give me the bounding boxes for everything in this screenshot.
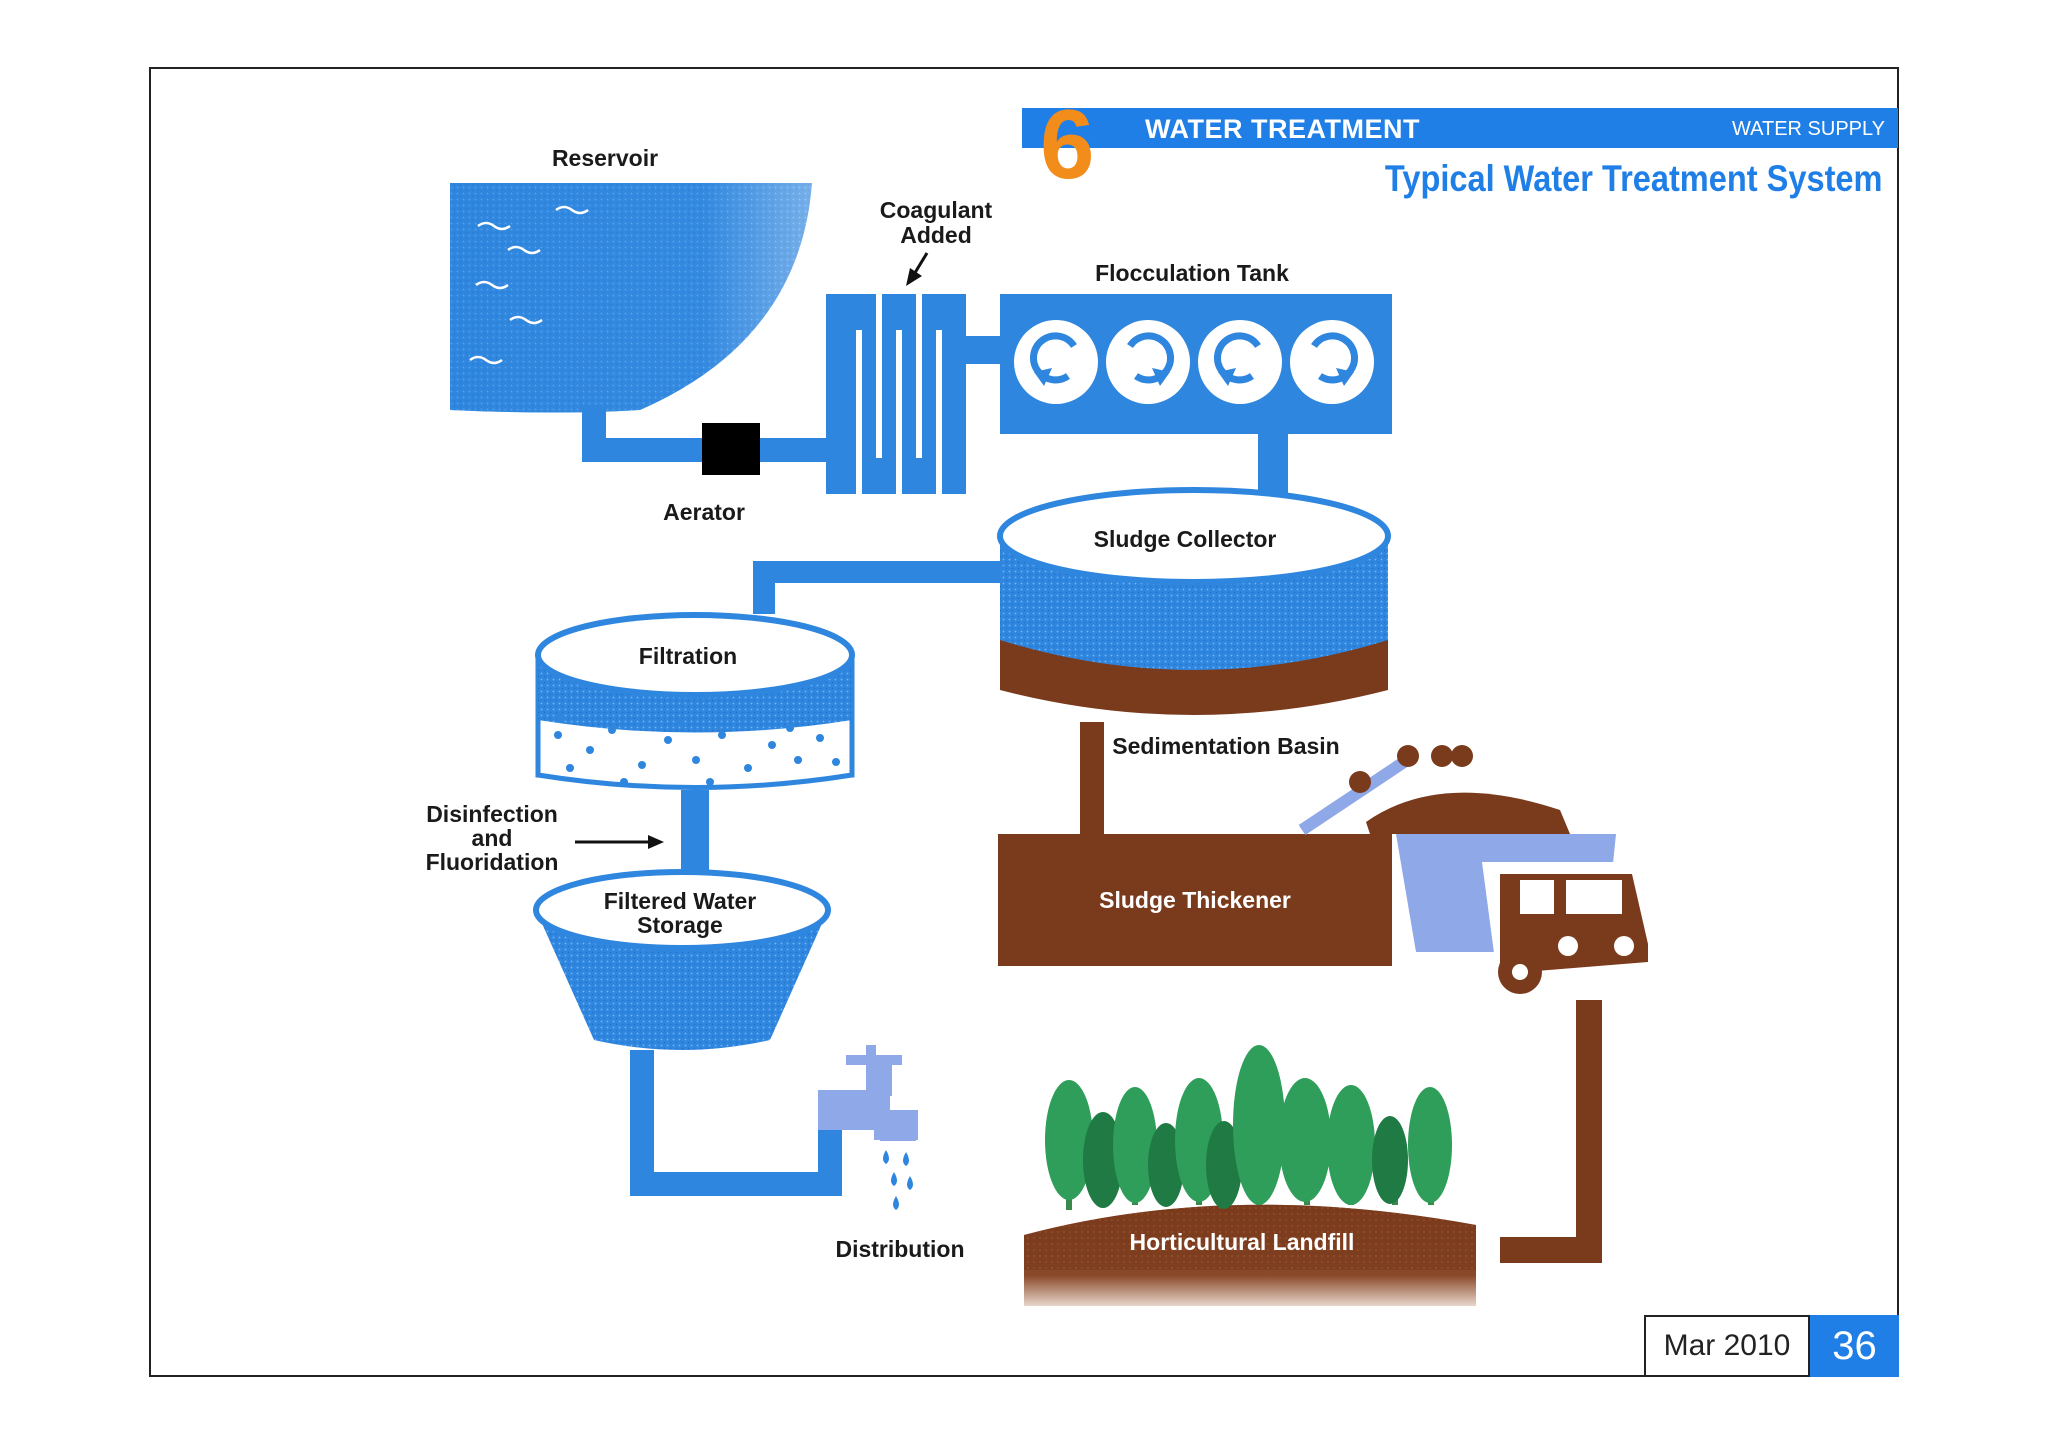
disinfection-label-line3: Fluoridation xyxy=(426,849,559,875)
slide-frame xyxy=(149,67,1899,1377)
dump-truck-icon xyxy=(1366,792,1650,994)
trees-icon xyxy=(1045,1045,1452,1210)
horticultural-landfill-label: Horticultural Landfill xyxy=(1130,1229,1355,1255)
coagulant-arrow-icon xyxy=(906,252,929,286)
reservoir xyxy=(450,183,812,413)
section-tag: WATER SUPPLY xyxy=(1732,118,1885,140)
coagulant-mixer xyxy=(826,294,1002,494)
rotation-arrow-icons xyxy=(1030,332,1358,384)
filtered-storage-label-line1: Filtered Water xyxy=(604,888,757,914)
flocculation-tank xyxy=(1000,294,1392,434)
section-title: WATER TREATMENT xyxy=(1145,114,1420,144)
pipe-flocculation-collector xyxy=(1258,434,1288,494)
coagulant-label-line1: Coagulant xyxy=(880,197,993,223)
filtered-storage-label-line2: Storage xyxy=(637,912,723,938)
sludge-thickener-label: Sludge Thickener xyxy=(1099,887,1291,913)
reservoir-label: Reservoir xyxy=(552,145,658,171)
wave-icons xyxy=(469,205,589,365)
page-number: 36 xyxy=(1810,1315,1899,1377)
horticultural-landfill xyxy=(1024,1204,1476,1306)
sludge-collector-label: Sludge Collector xyxy=(1094,526,1277,552)
distribution-label: Distribution xyxy=(835,1236,964,1262)
coagulant-label-line2: Added xyxy=(900,222,972,248)
sludge-collector xyxy=(997,487,1391,715)
pipe-collector-filtration xyxy=(753,561,1002,614)
pipe-truck-landfill xyxy=(1500,1000,1602,1263)
flocculation-tank-label: Flocculation Tank xyxy=(1095,260,1289,286)
disinfection-label-line2: and xyxy=(472,825,513,851)
filter-media-dots xyxy=(554,714,840,786)
conveyor xyxy=(1298,745,1473,835)
tap-icon xyxy=(818,1045,918,1141)
footer-date: Mar 2010 xyxy=(1644,1315,1810,1377)
sedimentation-basin-label: Sedimentation Basin xyxy=(1112,733,1339,759)
header-bar xyxy=(1022,108,1898,148)
pipe-filtration-storage xyxy=(681,790,709,880)
filtered-water-storage xyxy=(533,869,831,1050)
filtration-label: Filtration xyxy=(639,643,737,669)
disinfection-label-line1: Disinfection xyxy=(426,801,558,827)
water-drops-icon xyxy=(883,1150,913,1210)
filtration-tank xyxy=(535,612,855,790)
sludge-thickener xyxy=(998,834,1392,966)
section-number: 6 xyxy=(1040,89,1095,199)
aerator-block xyxy=(702,423,760,475)
pipe-sedimentation-thickener xyxy=(1080,722,1104,836)
disinfection-arrow-icon xyxy=(575,835,664,849)
aerator-label: Aerator xyxy=(663,499,745,525)
slide-subtitle: Typical Water Treatment System xyxy=(1384,158,1882,199)
